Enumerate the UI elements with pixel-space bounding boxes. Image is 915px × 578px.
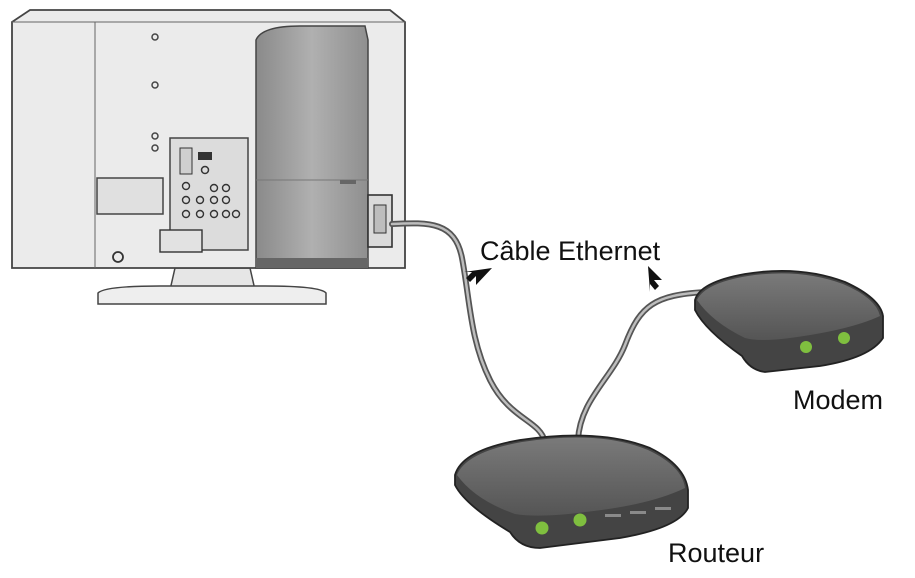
modem-device <box>694 269 884 373</box>
led-icon <box>535 513 587 535</box>
mounting-holes <box>151 33 159 152</box>
ethernet-port <box>367 194 393 248</box>
tv-rear <box>11 9 406 305</box>
connector-panel <box>159 137 249 253</box>
label-ethernet-cable: Câble Ethernet <box>480 236 661 266</box>
label-router: Routeur <box>668 538 765 568</box>
arrow-icon <box>464 266 662 292</box>
tv-stand-base <box>97 285 327 305</box>
port-markings <box>605 507 671 517</box>
power-jack <box>112 251 124 263</box>
router-device <box>454 434 689 549</box>
led-icon <box>800 332 850 353</box>
ethernet-cables <box>389 220 708 445</box>
tv-label-plate <box>96 177 164 215</box>
label-modem: Modem <box>793 385 884 415</box>
media-box <box>255 25 369 269</box>
